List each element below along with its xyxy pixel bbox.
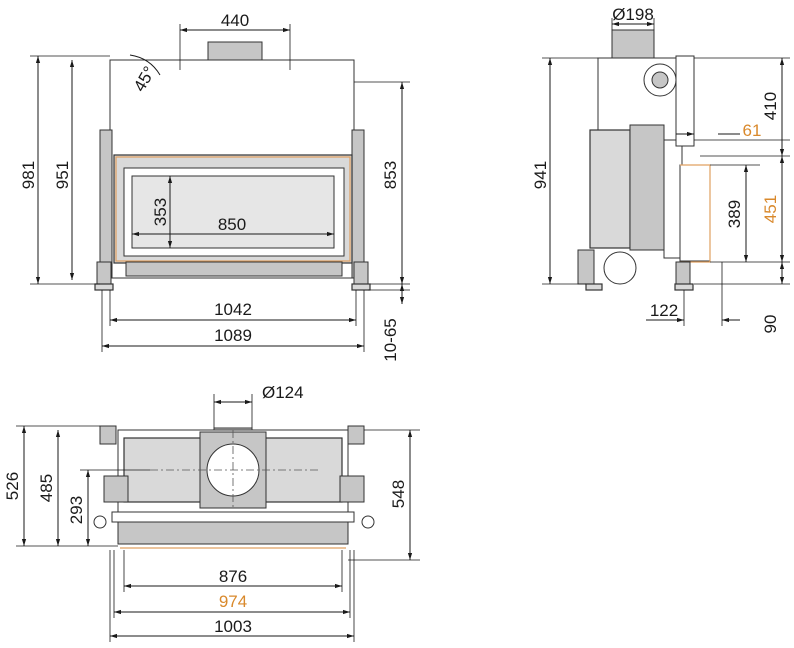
side-rear-foot [585,283,603,291]
front-glass-height-label: 353 [151,198,170,226]
front-total-height-label: 981 [19,161,38,189]
front-right-foot [351,283,371,291]
side-flue-pipe [611,29,655,61]
top-left-rear-bracket [99,425,117,445]
front-left-leg [96,261,112,287]
top-left-foot [93,515,107,529]
side-fan-hub [651,71,669,89]
top-left-front-bracket [103,475,129,503]
top-side-depth-label: 548 [389,480,408,508]
front-left-side [99,129,113,279]
front-glass-width-label: 850 [218,215,246,234]
front-right-leg [353,261,369,287]
side-rear-leg [577,249,595,285]
top-total-depth-label: 526 [3,472,22,500]
front-left-foot [94,283,114,291]
side-flue-diameter-label: Ø198 [612,5,654,24]
side-leg-depth-label: 122 [650,301,678,320]
side-total-height-label: 941 [531,161,550,189]
side-front-strip [663,139,683,259]
front-view: 440 45° 981 951 853 353 850 1042 1089 [19,11,410,362]
top-flue-diameter-label: Ø124 [262,383,304,402]
top-body-depth-label: 485 [37,474,56,502]
top-inner-width-label: 876 [219,567,247,586]
side-view: Ø198 941 410 61 389 451 90 122 [531,5,790,333]
front-body-height-label: 951 [53,161,72,189]
side-orange-outline [680,164,711,263]
front-orange-outline [115,156,351,262]
side-front-top [675,55,695,147]
side-motor-circle [603,251,637,285]
side-front-leg [675,261,691,285]
top-view: Ø124 526 485 293 548 876 974 1003 [3,383,420,642]
side-top-offset-label: 410 [761,92,780,120]
side-rear-panel [589,129,631,249]
front-total-width-label: 1089 [214,326,252,345]
top-right-front-bracket [339,475,365,503]
side-depth-step-label: 61 [743,121,762,140]
top-total-width-label: 1003 [214,617,252,636]
side-base-height-label: 90 [761,315,780,334]
front-flue-width-label: 440 [221,11,249,30]
side-opening-height-label: 451 [761,195,780,223]
top-right-foot [361,515,375,529]
top-front-plate [111,511,355,523]
side-inner-height-label: 389 [725,200,744,228]
side-front-foot [674,283,694,291]
side-inner-panel [629,124,665,251]
top-center-depth-label: 293 [67,496,86,524]
top-right-rear-bracket [347,425,365,445]
top-front-frame [117,521,349,545]
front-height-to-top-label: 853 [381,161,400,189]
front-base-width-label: 1042 [214,300,252,319]
front-right-side [351,129,365,279]
side-door [679,164,711,262]
front-flue-collar [207,41,263,63]
front-leg-adjust-label: 10-65 [381,318,400,361]
top-opening-width-label: 974 [219,592,247,611]
front-base-plate [125,261,343,277]
